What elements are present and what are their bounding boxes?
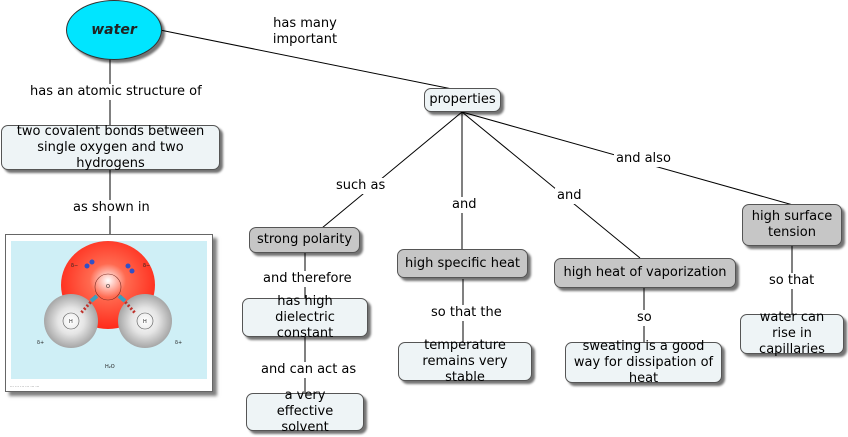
link-label-and-2: and xyxy=(555,188,584,204)
node-water[interactable]: water xyxy=(66,0,162,60)
hydrogen-right-label: H xyxy=(143,319,147,325)
node-high-surface-tension[interactable]: high surface tension xyxy=(742,204,842,246)
node-sweating[interactable]: sweating is a good way for dissipation o… xyxy=(565,339,722,386)
link-label-and-therefore: and therefore xyxy=(261,271,354,287)
link-label-so-that: so that xyxy=(767,273,817,289)
node-capillaries[interactable]: water can rise in capillaries xyxy=(740,310,844,357)
link-label-and-can-act-as: and can act as xyxy=(259,362,359,378)
molecule-background: O H H δ− δ− δ+ δ+ H₂O xyxy=(11,241,207,379)
formula-label: H₂O xyxy=(105,364,115,370)
node-properties[interactable]: properties xyxy=(424,88,501,112)
node-effective-solvent[interactable]: a very effective solvent xyxy=(246,388,364,435)
delta-minus-right: δ− xyxy=(143,263,150,269)
water-molecule-drawing: O H H δ− δ− δ+ δ+ H₂O xyxy=(37,241,182,370)
node-atomic-structure[interactable]: two covalent bonds between single oxygen… xyxy=(1,124,220,171)
link-label-as-shown-in: as shown in xyxy=(71,200,152,216)
node-dielectric-constant[interactable]: has high dielectric constant xyxy=(242,294,368,341)
node-strong-polarity[interactable]: strong polarity xyxy=(249,227,360,253)
delta-minus-left: δ− xyxy=(71,263,78,269)
link-label-so-that-the: so that the xyxy=(429,305,504,321)
electron-pair-dot xyxy=(84,263,90,269)
water-molecule-image: O H H δ− δ− δ+ δ+ H₂O ··· ··· ··· ··· ··… xyxy=(5,234,213,392)
hydrogen-left-label: H xyxy=(69,319,73,325)
link-label-and-also: and also xyxy=(614,151,673,167)
link-label-so: so xyxy=(635,310,654,326)
link-label-atomic-structure: has an atomic structure of xyxy=(28,84,204,100)
node-temperature-stable[interactable]: temperature remains very stable xyxy=(398,338,532,385)
oxygen-label: O xyxy=(106,284,110,290)
link-label-such-as: such as xyxy=(334,178,388,194)
delta-plus-left: δ+ xyxy=(37,340,44,346)
node-high-heat-of-vaporization[interactable]: high heat of vaporization xyxy=(554,258,736,288)
image-credit-text: ··· ··· ··· ··· ··· ··· xyxy=(10,384,40,389)
delta-plus-right: δ+ xyxy=(175,340,182,346)
node-high-specific-heat[interactable]: high specific heat xyxy=(397,249,528,278)
link-label-and-1: and xyxy=(450,197,479,213)
link-label-has-many-important: has many important xyxy=(270,16,340,48)
